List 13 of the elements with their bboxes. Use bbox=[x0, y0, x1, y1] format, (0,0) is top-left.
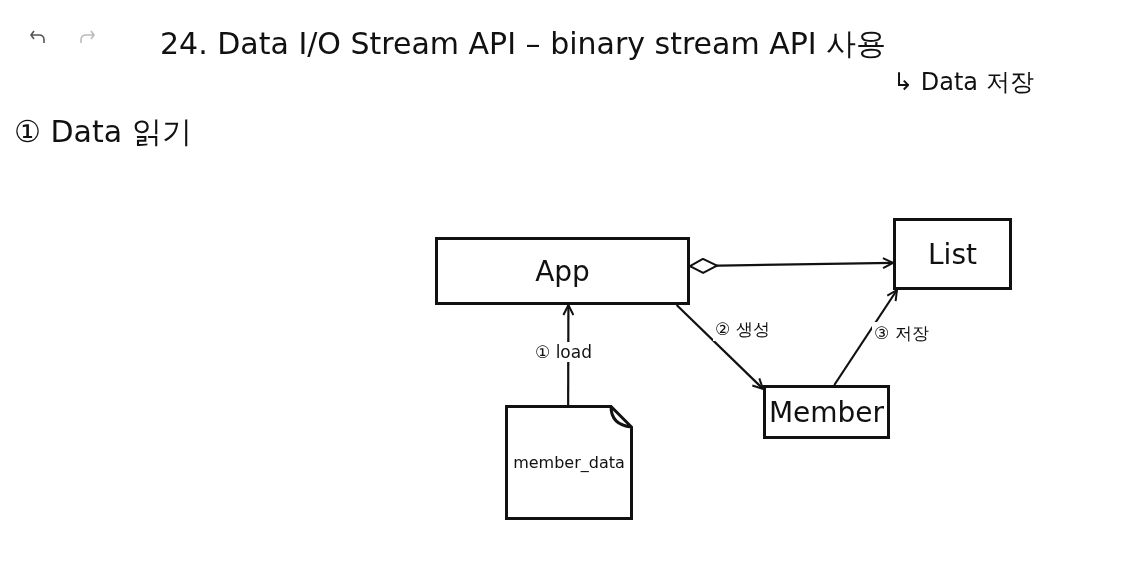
class-box bbox=[763, 385, 890, 439]
section-heading: ① Data 읽기 bbox=[14, 113, 192, 151]
node-label: Member bbox=[768, 395, 885, 429]
node-label: List bbox=[928, 237, 977, 271]
note-text: ↳ Data 저장 bbox=[893, 67, 1034, 98]
class-box bbox=[893, 218, 1012, 290]
file-document bbox=[505, 405, 633, 520]
node-label: member_data bbox=[513, 453, 625, 472]
edge-label: ① load bbox=[533, 342, 594, 362]
node-label: App bbox=[535, 254, 590, 288]
edge-label: ③ 저장 bbox=[872, 322, 931, 345]
class-box bbox=[435, 237, 690, 305]
title: 24. Data I/O Stream API – binary stream API 사용 bbox=[160, 25, 887, 63]
